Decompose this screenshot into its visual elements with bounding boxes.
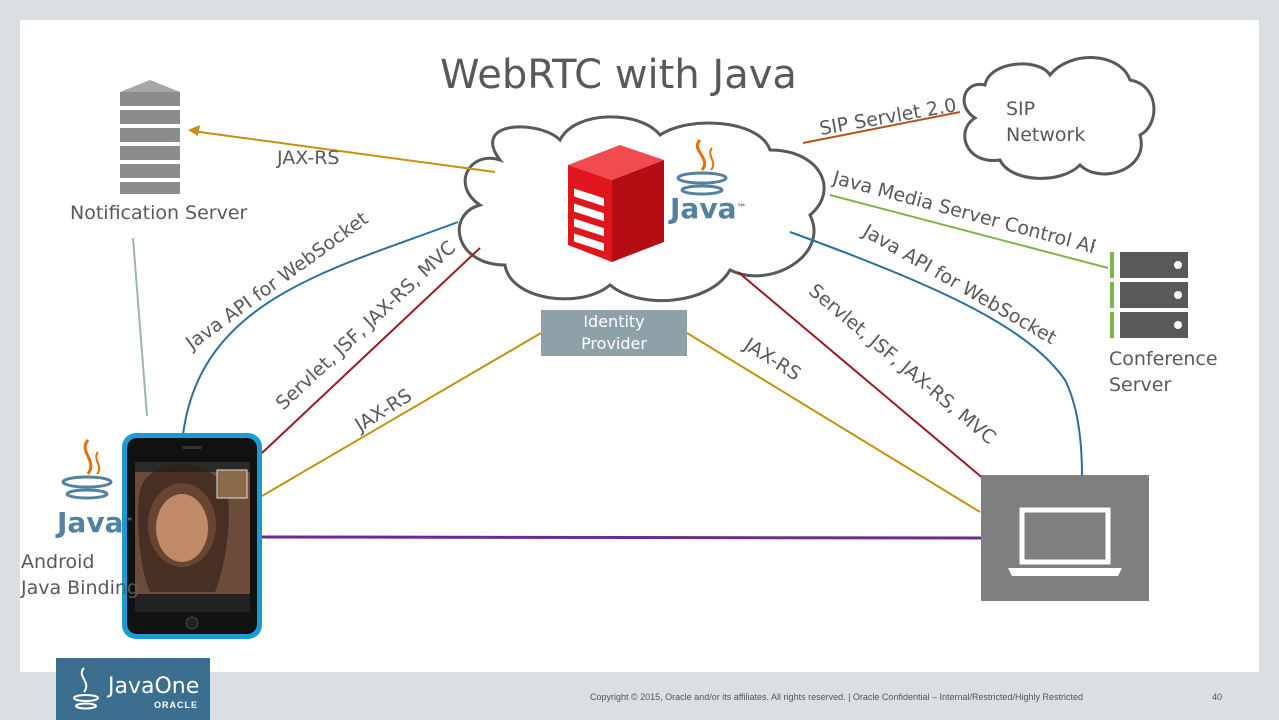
edge-media (829, 194, 1109, 269)
arrowhead (188, 125, 200, 136)
java-wordmark-text: Java (670, 192, 737, 225)
slide-title: WebRTC with Java (440, 52, 797, 98)
edge-websocket-left (182, 221, 459, 436)
java-cup-icon (676, 138, 728, 196)
server-stack-icon (120, 80, 180, 194)
identity-provider-label-1: Identity (583, 312, 645, 331)
java-tm: ™ (736, 203, 747, 214)
edge-jaxrs-laptop (686, 332, 981, 513)
page-number: 40 (1212, 692, 1223, 702)
sip-network-label-2: Network (1006, 124, 1086, 146)
notification-server-label: Notification Server (70, 202, 248, 224)
conference-server-icon (1110, 252, 1188, 338)
android-java-wordmark: Java™ (57, 509, 134, 537)
identity-provider-box: Identity Provider (541, 310, 687, 356)
identity-provider-label-2: Provider (581, 334, 647, 353)
android-label-2: Java Binding (21, 577, 139, 599)
javaone-logo-main: JavaOne (108, 674, 200, 699)
android-java-cup-icon (61, 439, 113, 500)
edge-servlet-right (737, 271, 986, 481)
edge-label-jaxrs-notification: JAX-RS (277, 147, 340, 169)
conference-server-label-1: Conference (1109, 348, 1218, 370)
edge-servlet-left (261, 247, 481, 454)
laptop-icon (981, 475, 1149, 601)
android-java-tm: ™ (123, 517, 134, 528)
java-wordmark: Java™ (670, 195, 747, 223)
edge-jaxrs-notification (191, 130, 496, 173)
edge-jaxrs-phone (261, 332, 542, 497)
javaone-logo-text: JavaOne (108, 674, 199, 699)
oracle-logo-sub: ORACLE (154, 700, 198, 710)
java-ee-server-icon (568, 145, 664, 262)
oracle-logo-text: ORACLE (154, 700, 198, 710)
sip-network-cloud (962, 56, 1156, 180)
edge-websocket-right (789, 231, 1083, 477)
javaone-logo (56, 658, 210, 720)
conference-server-label-2: Server (1109, 374, 1172, 396)
copyright-text: Copyright © 2015, Oracle and/or its affi… (590, 692, 1084, 702)
sip-network-label-1: SIP (1006, 98, 1036, 120)
smartphone-icon (122, 433, 262, 639)
edge-notification-phone (132, 237, 148, 417)
android-java-wordmark-text: Java (57, 506, 124, 539)
edge-sip (802, 111, 961, 144)
edge-peer-to-peer (261, 535, 982, 540)
android-label-1: Android (21, 551, 95, 573)
